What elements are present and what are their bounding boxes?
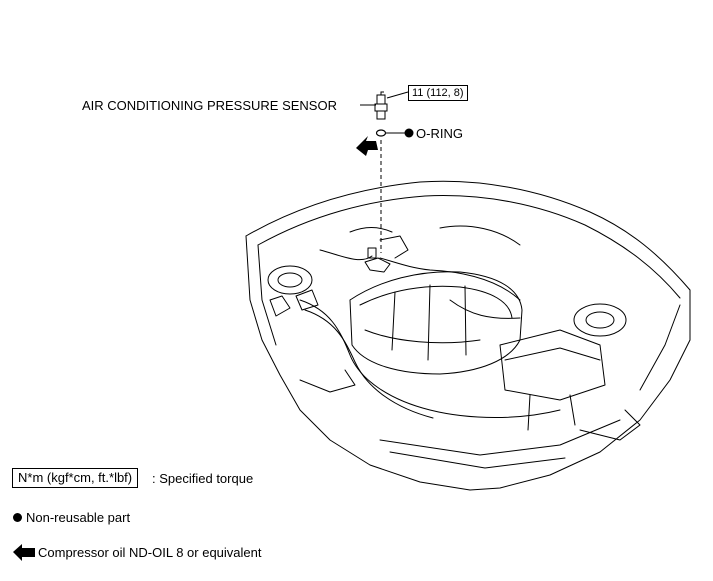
engine-cover — [349, 271, 523, 375]
oil-arrow-icon — [356, 136, 378, 156]
legend-nonreusable-desc: Non-reusable part — [26, 510, 131, 525]
legend-oil-arrow-icon — [13, 544, 35, 561]
legend-torque-desc: : Specified torque — [152, 471, 254, 486]
oring-label: O-RING — [416, 126, 463, 141]
legend-torque-unit-box: N*m (kgf*cm, ft.*lbf) — [12, 468, 139, 489]
torque-callout: 11 (112, 8) — [408, 85, 468, 102]
oring-nonreusable-dot — [404, 128, 414, 138]
legend-oil-desc: Compressor oil ND-OIL 8 or equivalent — [38, 545, 262, 560]
o-ring-drawing — [375, 129, 387, 137]
sensor-label: AIR CONDITIONING PRESSURE SENSOR — [82, 98, 337, 113]
hood-outline — [245, 180, 691, 341]
torque-leader-line — [386, 91, 409, 99]
legend-nonreusable-dot-icon — [13, 513, 22, 522]
pressure-sensor-drawing — [374, 91, 388, 120]
